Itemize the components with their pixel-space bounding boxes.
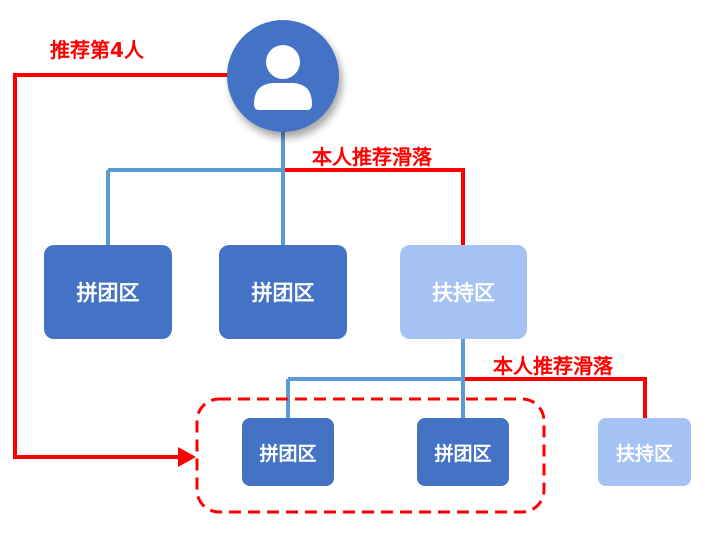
selection-dashed-border xyxy=(195,397,546,514)
support-zone-node: 扶持区 xyxy=(400,245,527,339)
group-zone-node: 拼团区 xyxy=(44,245,172,339)
group-zone-node: 拼团区 xyxy=(219,245,347,339)
user-avatar xyxy=(227,20,339,132)
support-zone-node: 扶持区 xyxy=(598,418,691,486)
group-zone-node: 拼团区 xyxy=(417,418,509,486)
self-recommend-slide-label-bottom: 本人推荐滑落 xyxy=(493,354,613,378)
self-recommend-slide-label-top: 本人推荐滑落 xyxy=(312,145,432,169)
group-zone-node: 拼团区 xyxy=(242,418,334,486)
arrow-right-icon xyxy=(178,447,196,467)
highlight-paths xyxy=(13,73,647,459)
user-icon xyxy=(254,45,312,110)
recommend-4th-label: 推荐第4人 xyxy=(50,38,144,62)
